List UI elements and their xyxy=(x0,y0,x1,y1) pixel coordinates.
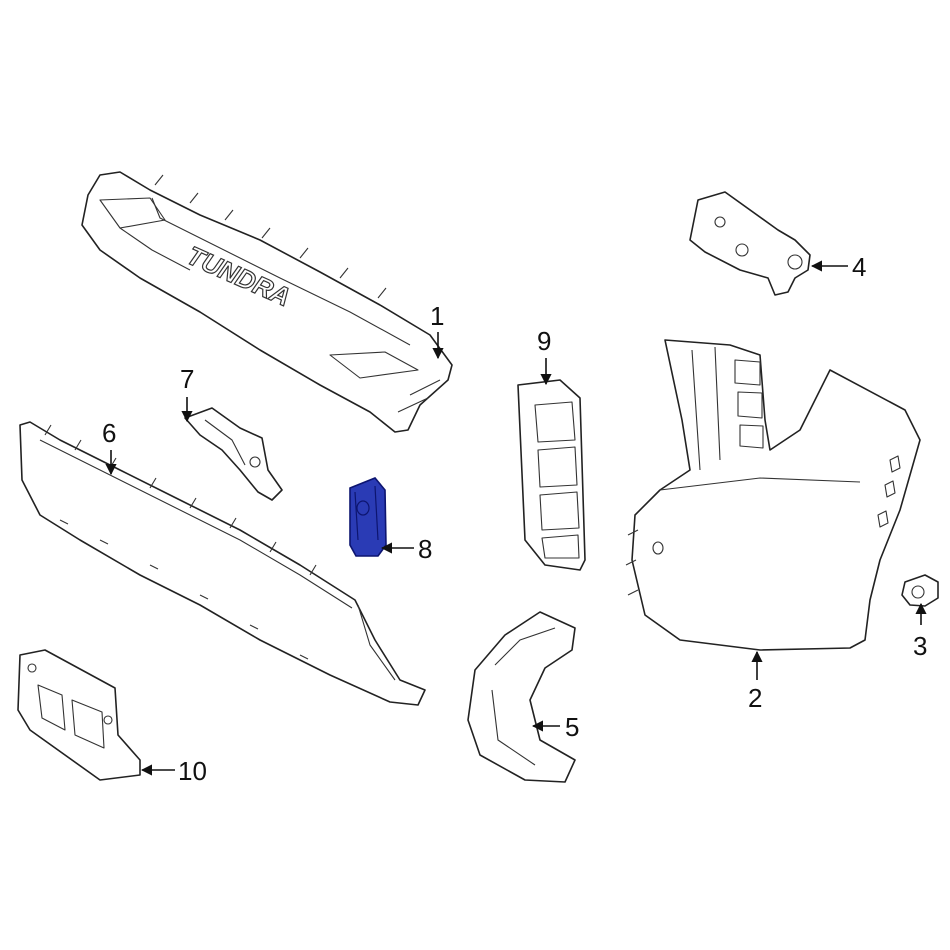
part-5-side-garnish[interactable] xyxy=(467,611,576,783)
part-1-upper-grille-bar[interactable]: TUNDRA xyxy=(81,171,453,433)
callout-8: 8 xyxy=(418,534,432,564)
callout-1: 1 xyxy=(430,301,444,331)
part-9-grille-insert[interactable] xyxy=(517,379,586,571)
part-2-bumper-corner[interactable] xyxy=(625,339,921,651)
leader-lines xyxy=(105,260,927,776)
callout-2: 2 xyxy=(748,683,762,713)
part-8-highlighted-bracket[interactable] xyxy=(349,477,387,557)
part-6-lower-grille-strip[interactable] xyxy=(19,421,426,706)
callout-4: 4 xyxy=(852,252,866,282)
part-7-bracket[interactable] xyxy=(184,407,283,501)
part-10-license-bracket[interactable] xyxy=(17,649,141,781)
part-3-clip[interactable] xyxy=(901,574,939,607)
callout-5: 5 xyxy=(565,712,579,742)
callout-3: 3 xyxy=(913,631,927,661)
callouts: 1 2 3 4 5 6 7 8 9 10 xyxy=(102,252,927,786)
callout-7: 7 xyxy=(180,364,194,394)
callout-6: 6 xyxy=(102,418,116,448)
callout-10: 10 xyxy=(178,756,207,786)
callout-9: 9 xyxy=(537,326,551,356)
part-4-bracket[interactable] xyxy=(689,191,811,296)
